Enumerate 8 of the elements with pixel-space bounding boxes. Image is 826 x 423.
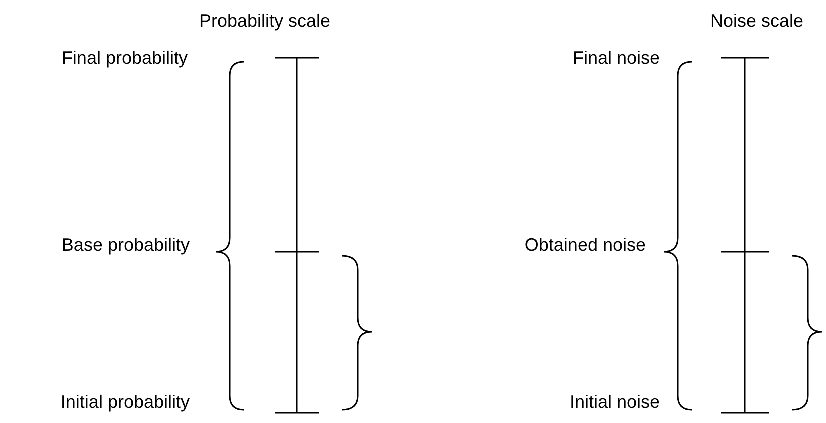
scale-label: Final probability bbox=[62, 47, 188, 69]
scale-label: Initial noise bbox=[570, 391, 660, 413]
scale-label: Base probability bbox=[62, 234, 190, 256]
scale-title: Noise scale bbox=[710, 10, 804, 32]
scale-title: Probability scale bbox=[199, 10, 331, 32]
scale-label: Initial probability bbox=[60, 391, 190, 413]
scale-label: Final noise bbox=[572, 47, 660, 69]
scale-label: Obtained noise bbox=[524, 234, 646, 256]
